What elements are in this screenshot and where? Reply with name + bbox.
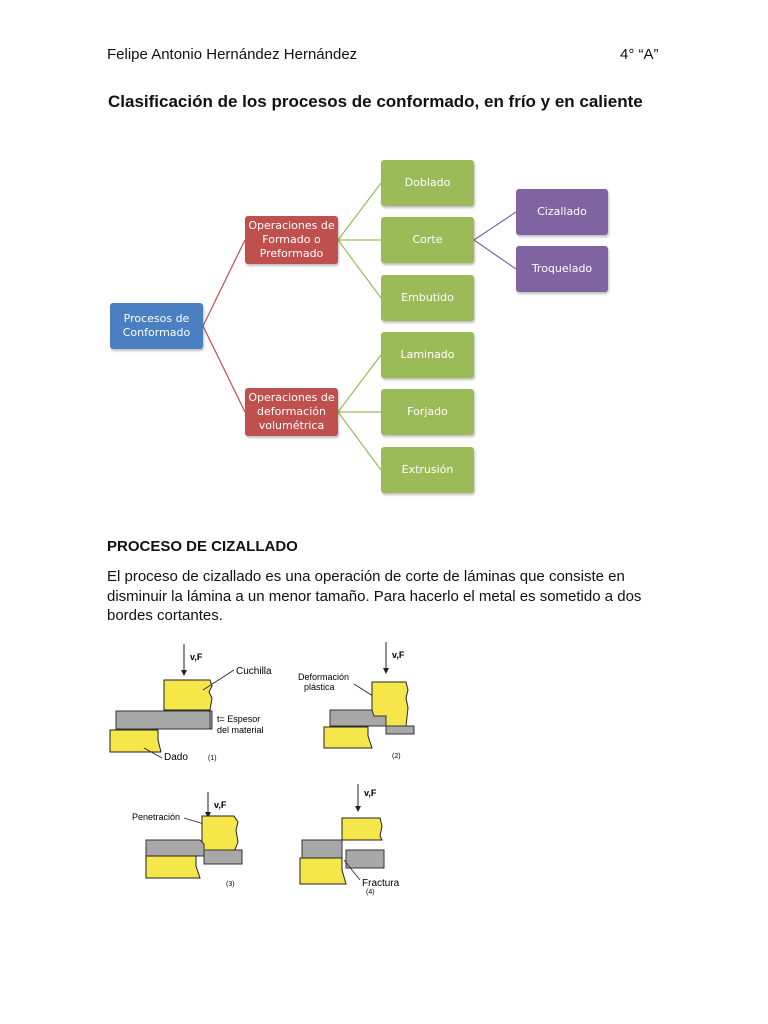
node-doblado: Doblado	[381, 160, 474, 206]
node-forming-operations: Operaciones de Formado o Preformado	[245, 216, 338, 264]
step-label-3: (3)	[226, 881, 235, 888]
die-label: Dado	[164, 752, 188, 763]
node-forjado: Forjado	[381, 389, 474, 435]
section-heading: PROCESO DE CIZALLADO	[107, 538, 298, 555]
fracture-label: Fractura	[362, 878, 400, 889]
force-label: v,F	[364, 788, 377, 798]
node-extrusion: Extrusión	[381, 447, 474, 493]
document-title: Clasificación de los procesos de conform…	[108, 92, 643, 111]
thickness-label-1: t= Espesor	[217, 714, 260, 724]
node-troquelado: Troquelado	[516, 246, 608, 292]
shearing-figure-step-2: v,F Deformación plástica (2)	[298, 642, 415, 760]
force-label: v,F	[214, 800, 227, 810]
shearing-figure-step-3: v,F Penetración (3)	[132, 792, 243, 888]
grade-label: 4° “A”	[620, 46, 659, 63]
shearing-figure-step-4: v,F Fractura (4)	[299, 784, 400, 896]
node-embutido: Embutido	[381, 275, 474, 321]
force-label: v,F	[392, 650, 405, 660]
step-label-2: (2)	[392, 753, 401, 760]
node-corte: Corte	[381, 217, 474, 263]
deformation-label-2: plástica	[304, 682, 335, 692]
penetration-label: Penetración	[132, 812, 180, 822]
node-cizallado: Cizallado	[516, 189, 608, 235]
deformation-label-1: Deformación	[298, 672, 349, 682]
node-root-processes: Procesos de Conformado	[110, 303, 203, 349]
shearing-figure-step-1: v,F Cuchilla t= Espesor del material Dad…	[109, 644, 272, 763]
step-label-1: (1)	[208, 755, 217, 762]
author-name: Felipe Antonio Hernández Hernández	[107, 46, 358, 63]
force-label: v,F	[190, 652, 203, 662]
node-laminado: Laminado	[381, 332, 474, 378]
step-label-4: (4)	[366, 889, 375, 896]
node-volumetric-operations: Operaciones de deformación volumétrica	[245, 388, 338, 436]
classification-diagram-connectors	[202, 182, 517, 471]
thickness-label-2: del material	[217, 725, 264, 735]
blade-label: Cuchilla	[236, 666, 272, 677]
section-paragraph: El proceso de cizallado es una operación…	[107, 568, 642, 624]
